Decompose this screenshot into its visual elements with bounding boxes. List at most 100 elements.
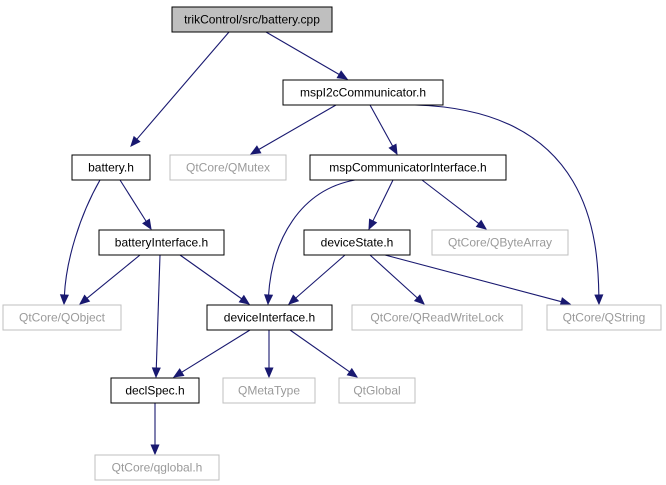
node-label: QtCore/QString bbox=[563, 311, 646, 325]
node-label: QtCore/qglobal.h bbox=[112, 461, 203, 475]
node-box bbox=[169, 154, 287, 181]
edge-line bbox=[414, 104, 600, 297]
edge-devstate-to-deviface bbox=[288, 254, 346, 305]
edge-arrowhead bbox=[288, 294, 300, 305]
node-label: QMetaType bbox=[238, 384, 300, 398]
edge-line bbox=[294, 254, 346, 300]
node-battery-h[interactable]: battery.h bbox=[71, 154, 151, 181]
edge-line bbox=[289, 329, 351, 373]
edge-arrowhead bbox=[150, 444, 160, 456]
node-box bbox=[94, 454, 220, 481]
node-box bbox=[546, 304, 662, 331]
edges-layer bbox=[59, 31, 604, 456]
edge-battery_h-to-battiface bbox=[119, 179, 152, 231]
node-label: QtCore/QReadWriteLock bbox=[370, 311, 504, 325]
edge-declspec-to-qglobal_h bbox=[150, 403, 160, 456]
edge-arrowhead bbox=[151, 367, 161, 379]
edge-line bbox=[85, 254, 141, 300]
node-label: mspCommunicatorInterface.h bbox=[329, 161, 486, 175]
edge-deviface-to-declspec bbox=[172, 329, 251, 378]
edge-arrowhead bbox=[142, 218, 152, 231]
edge-line bbox=[384, 254, 563, 303]
node-devstate[interactable]: deviceState.h bbox=[303, 229, 411, 256]
edge-arrowhead bbox=[172, 368, 185, 378]
edge-arrowhead bbox=[346, 367, 359, 378]
node-box bbox=[303, 229, 411, 256]
edge-deviface-to-qglobal bbox=[289, 329, 359, 378]
node-qstring: QtCore/QString bbox=[546, 304, 662, 331]
edge-line bbox=[155, 254, 161, 370]
edge-arrowhead bbox=[336, 70, 349, 80]
node-mspcomm[interactable]: mspCommunicatorInterface.h bbox=[309, 154, 507, 181]
node-box bbox=[431, 229, 569, 256]
edge-deviface-to-qmetatype bbox=[264, 330, 274, 379]
edge-line bbox=[180, 329, 251, 374]
edge-arrowhead bbox=[594, 294, 604, 306]
edge-arrowhead bbox=[264, 367, 274, 379]
edge-battiface-to-qobject bbox=[79, 254, 141, 305]
edge-devstate-to-qstring bbox=[384, 254, 572, 306]
node-label: QtGlobal bbox=[353, 384, 400, 398]
edge-line bbox=[369, 254, 419, 300]
node-label: QtCore/QByteArray bbox=[448, 236, 552, 250]
node-qmutex: QtCore/QMutex bbox=[169, 154, 287, 181]
node-box bbox=[351, 304, 523, 331]
edge-arrowhead bbox=[238, 294, 251, 305]
node-qobject: QtCore/QObject bbox=[2, 304, 122, 331]
node-box bbox=[2, 304, 122, 331]
node-box bbox=[171, 6, 333, 33]
node-box bbox=[222, 377, 316, 404]
node-label: battery.h bbox=[88, 161, 134, 175]
edge-arrowhead bbox=[559, 297, 572, 306]
edge-arrowhead bbox=[59, 294, 69, 306]
node-box bbox=[282, 79, 444, 106]
edge-line bbox=[372, 179, 394, 223]
node-label: deviceState.h bbox=[321, 236, 394, 250]
edge-line bbox=[119, 179, 148, 223]
node-qrwlock: QtCore/QReadWriteLock bbox=[351, 304, 523, 331]
edge-devstate-to-qrwlock bbox=[369, 254, 425, 305]
node-declspec[interactable]: declSpec.h bbox=[110, 377, 200, 404]
edge-line bbox=[369, 104, 394, 148]
edge-battery_cpp-to-mspi2c bbox=[265, 31, 349, 80]
node-label: QtCore/QObject bbox=[19, 311, 106, 325]
node-qmetatype: QMetaType bbox=[222, 377, 316, 404]
node-box bbox=[206, 304, 333, 331]
node-qglobal: QtGlobal bbox=[338, 377, 416, 404]
edge-arrowhead bbox=[368, 218, 378, 231]
node-label: batteryInterface.h bbox=[115, 236, 208, 250]
node-battery-cpp: trikControl/src/battery.cpp bbox=[171, 6, 333, 33]
edge-mspi2c-to-qmutex bbox=[249, 104, 337, 155]
node-box bbox=[71, 154, 151, 181]
edge-line bbox=[421, 179, 480, 225]
edge-line bbox=[135, 31, 230, 141]
edge-arrowhead bbox=[388, 143, 398, 156]
node-mspi2c[interactable]: mspI2cCommunicator.h bbox=[282, 79, 444, 106]
edge-battiface-to-deviface bbox=[179, 254, 251, 305]
edge-line bbox=[267, 179, 356, 297]
edge-arrowhead bbox=[79, 294, 91, 305]
node-label: mspI2cCommunicator.h bbox=[300, 86, 426, 100]
edge-arrowhead bbox=[264, 294, 274, 306]
node-battiface[interactable]: batteryInterface.h bbox=[98, 229, 225, 256]
edge-line bbox=[265, 31, 341, 76]
node-label: QtCore/QMutex bbox=[186, 161, 270, 175]
node-deviface[interactable]: deviceInterface.h bbox=[206, 304, 333, 331]
edge-line bbox=[257, 104, 337, 151]
edge-battery_h-to-qobject bbox=[59, 179, 101, 306]
node-qbytearray: QtCore/QByteArray bbox=[431, 229, 569, 256]
edge-battiface-to-declspec bbox=[151, 254, 161, 379]
node-label: trikControl/src/battery.cpp bbox=[184, 13, 320, 27]
edge-line bbox=[63, 179, 101, 297]
edge-arrowhead bbox=[475, 219, 488, 230]
node-qglobal-h: QtCore/qglobal.h bbox=[94, 454, 220, 481]
edge-mspcomm-to-deviface bbox=[264, 179, 356, 306]
edge-battery_cpp-to-battery_h bbox=[130, 31, 230, 147]
node-box bbox=[309, 154, 507, 181]
edge-mspi2c-to-mspcomm bbox=[369, 104, 398, 156]
edge-line bbox=[179, 254, 243, 300]
edge-mspcomm-to-devstate bbox=[368, 179, 394, 231]
node-box bbox=[338, 377, 416, 404]
edge-arrowhead bbox=[130, 135, 141, 147]
